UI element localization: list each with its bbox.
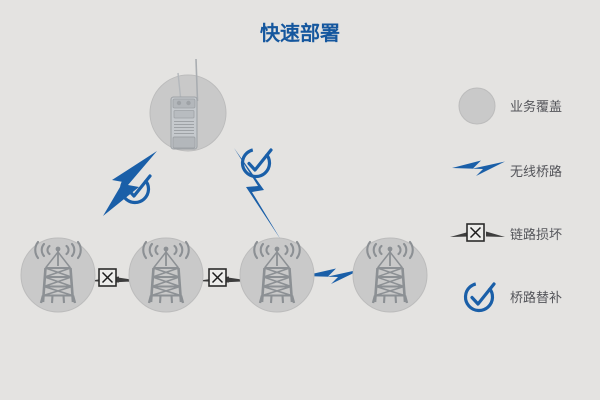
legend-label-coverage: 业务覆盖 [510, 99, 562, 114]
handheld-radio-icon [170, 58, 199, 150]
legend: 业务覆盖 无线桥路 链路损坏 [450, 87, 562, 316]
legend-label-link-damage: 链路损坏 [510, 227, 562, 242]
x-box-icon [208, 268, 227, 287]
check-circle-icon [240, 147, 273, 179]
legend-label-wireless-bridge: 无线桥路 [510, 164, 562, 179]
check-circle-icon [119, 173, 152, 205]
node-tower-4[interactable] [352, 237, 428, 313]
coverage-circle [352, 237, 428, 313]
link-tower3-tower4 [303, 268, 362, 284]
page-title: 快速部署 [260, 21, 340, 45]
coverage-circle [20, 237, 96, 313]
gray-circle-icon [458, 87, 496, 125]
x-box-icon [98, 268, 117, 287]
node-radio[interactable] [149, 58, 227, 152]
link-radio-tower1 [103, 151, 157, 216]
legend-item-bridge-backup[interactable]: 桥路替补 [460, 278, 562, 316]
legend-item-wireless-bridge[interactable]: 无线桥路 [452, 160, 562, 180]
legend-item-link-damage[interactable]: 链路损坏 [450, 223, 562, 242]
check-circle-icon [463, 281, 496, 313]
legend-label-bridge-backup: 桥路替补 [510, 290, 562, 305]
link-radio-tower3 [234, 147, 281, 240]
lightning-bolt-icon [303, 268, 362, 284]
coverage-circle [239, 237, 315, 313]
node-tower-2[interactable] [128, 237, 204, 313]
x-box-icon [466, 223, 485, 242]
legend-item-coverage[interactable]: 业务覆盖 [458, 87, 562, 125]
coverage-circle [128, 237, 204, 313]
lightning-bolt-icon [452, 160, 505, 176]
lightning-bolt-icon [103, 151, 157, 216]
node-tower-3[interactable] [239, 237, 315, 313]
node-tower-1[interactable] [20, 237, 96, 313]
